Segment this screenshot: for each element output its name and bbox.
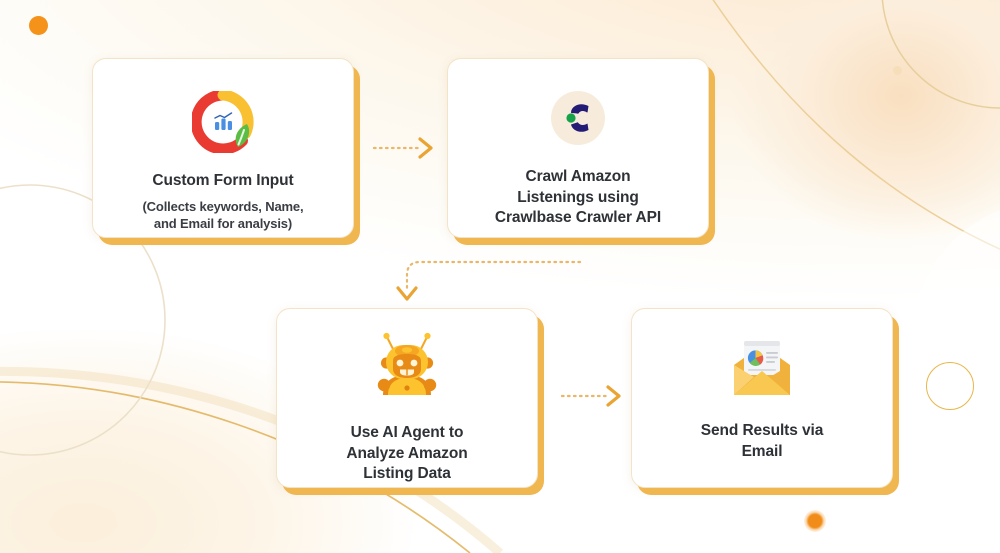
soft-white-wedge (903, 210, 1000, 553)
step-card-ai-agent[interactable]: Use AI Agent to Analyze Amazon Listing D… (276, 308, 538, 488)
crawlbase-logo-icon (543, 83, 613, 153)
ring-right (926, 362, 974, 410)
card-subtitle: (Collects keywords, Name, and Email for … (142, 198, 304, 232)
email-results-icon (726, 339, 798, 401)
robot-icon (367, 329, 447, 409)
swoosh-top-right (712, 0, 1000, 250)
background-wash-top-right (670, 0, 1000, 240)
card-title: Custom Form Input (152, 172, 294, 189)
step-card-crawl-amazon[interactable]: Crawl Amazon Listenings using Crawlbase … (447, 58, 709, 238)
connector-step3-to-step4 (560, 385, 621, 407)
card-title: Send Results via Email (700, 422, 824, 460)
connector-step2-to-step3 (396, 260, 582, 301)
step-card-custom-form-input[interactable]: Custom Form Input (Collects keywords, Na… (92, 58, 354, 238)
orange-dot-top-left (29, 16, 48, 35)
orange-dot-bottom-right (804, 510, 826, 532)
donut-chart-icon (188, 87, 258, 157)
step-card-send-email[interactable]: Send Results via Email (631, 308, 893, 488)
card-title: Crawl Amazon Listenings using Crawlbase … (494, 168, 662, 227)
faint-dot-top-right (893, 66, 902, 75)
connector-step1-to-step2 (372, 137, 433, 159)
ring-top-right (881, 0, 1000, 109)
card-title: Use AI Agent to Analyze Amazon Listing D… (346, 424, 468, 483)
